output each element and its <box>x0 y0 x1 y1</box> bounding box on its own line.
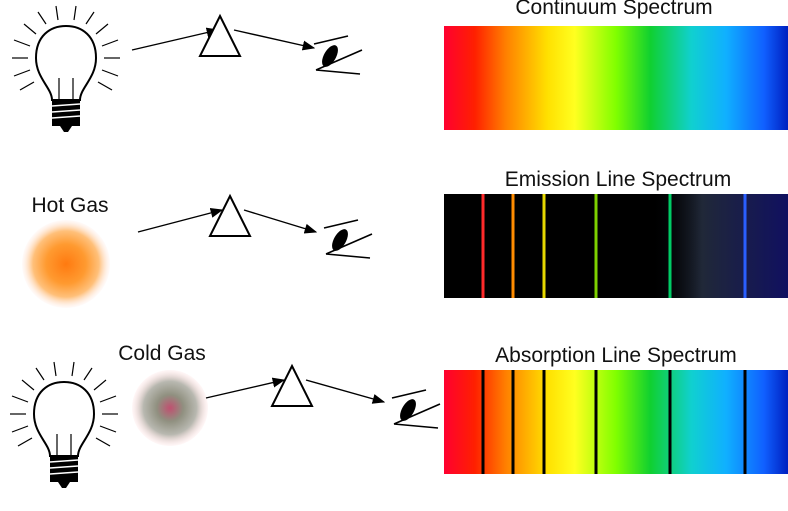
light-bulb-icon <box>9 361 119 489</box>
eye-icon <box>323 219 373 259</box>
eye-icon <box>313 35 363 75</box>
continuum-row: Continuum Spectrum <box>11 0 788 133</box>
prism-icon <box>199 15 241 57</box>
cold-gas-light-arrow <box>205 377 286 399</box>
absorption-spectrum-title: Absorption Line Spectrum <box>495 344 737 367</box>
emission-refracted-arrow <box>243 209 318 234</box>
absorption-spectrum <box>444 370 788 474</box>
absorption-lines <box>481 370 747 474</box>
cold-gas-label: Cold Gas <box>118 342 206 365</box>
emission-row: Hot Gas Emission Line Spectrum <box>22 168 788 308</box>
hot-gas-label: Hot Gas <box>31 194 108 217</box>
absorption-line <box>511 370 515 474</box>
emission-spectrum-title: Emission Line Spectrum <box>505 168 731 191</box>
absorption-refracted-arrow <box>305 379 386 404</box>
absorption-row: Cold Gas Absorption Line Spectrum <box>9 342 788 489</box>
absorption-line <box>743 370 747 474</box>
emission-line <box>481 194 485 298</box>
hot-gas-cloud-icon <box>22 220 110 308</box>
cold-gas-cloud-icon <box>132 370 208 446</box>
continuum-spectrum <box>444 26 788 130</box>
absorption-line <box>668 370 672 474</box>
light-bulb-icon <box>11 5 121 133</box>
refracted-light-arrow <box>233 29 316 51</box>
absorption-line <box>542 370 546 474</box>
continuum-spectrum-title: Continuum Spectrum <box>515 0 712 19</box>
prism-icon <box>209 195 251 237</box>
emission-line <box>511 194 515 298</box>
eye-icon <box>391 389 441 429</box>
emission-line <box>594 194 598 298</box>
absorption-line <box>594 370 598 474</box>
emission-line <box>542 194 546 298</box>
prism-icon <box>271 365 313 407</box>
emission-lines <box>481 194 747 298</box>
hot-gas-light-arrow <box>137 207 224 233</box>
incoming-light-arrow <box>131 27 220 51</box>
absorption-line <box>481 370 485 474</box>
emission-line <box>743 194 747 298</box>
emission-line <box>668 194 672 298</box>
